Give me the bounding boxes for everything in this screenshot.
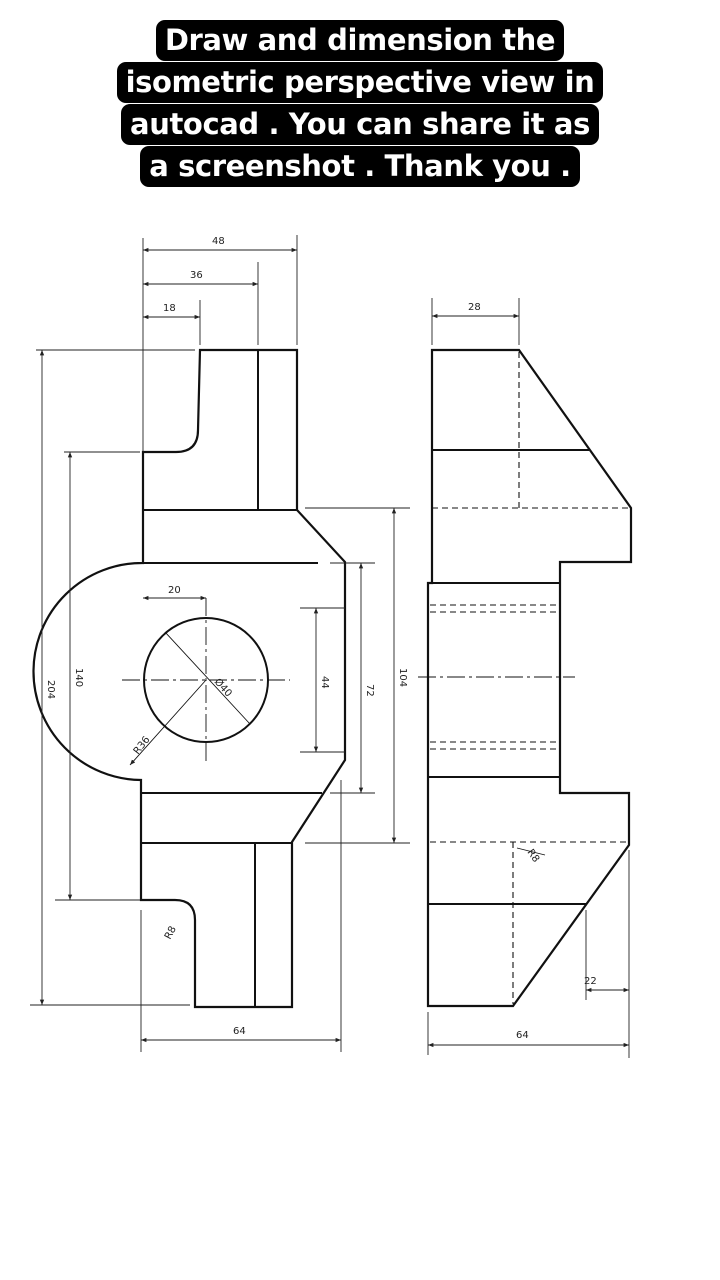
dim-text-64-side: 64 <box>516 1030 529 1041</box>
dim-text-r8-side: R8 <box>525 847 542 864</box>
diameter-leader <box>164 631 251 725</box>
dim-text-64-front: 64 <box>233 1026 246 1037</box>
side-view-dimensions <box>427 298 630 1058</box>
side-view <box>418 348 633 1008</box>
front-view-dimension-texts: 48 36 18 20 204 140 104 72 44 Ø40 R36 R8… <box>45 236 408 1037</box>
dim-text-22: 22 <box>584 976 597 987</box>
dim-text-48: 48 <box>212 236 225 247</box>
dim-text-140: 140 <box>73 668 84 687</box>
dim-text-72: 72 <box>364 684 375 697</box>
caption-line-4: a screenshot . Thank you . <box>140 146 580 187</box>
radius-leader <box>129 679 207 766</box>
dim-text-r8-front: R8 <box>163 924 179 941</box>
dim-text-18: 18 <box>163 303 176 314</box>
side-hidden-lines <box>430 352 631 1004</box>
dim-text-diameter-40: Ø40 <box>212 676 235 699</box>
front-view-outline <box>32 348 347 1009</box>
dim-text-104: 104 <box>397 668 408 687</box>
caption-line-2: isometric perspective view in <box>116 62 604 103</box>
caption-line-3: autocad . You can share it as <box>121 104 599 145</box>
front-view <box>32 348 347 1009</box>
dim-text-r36: R36 <box>132 735 153 757</box>
dim-text-36: 36 <box>190 270 203 281</box>
dim-text-28: 28 <box>468 302 481 313</box>
side-view-outline <box>426 348 633 1008</box>
side-r8-leader <box>516 847 546 856</box>
caption-overlay: Draw and dimension the isometric perspec… <box>0 20 720 188</box>
caption-line-1: Draw and dimension the <box>155 20 565 61</box>
dim-text-44: 44 <box>319 676 330 689</box>
dim-text-204: 204 <box>45 680 56 699</box>
front-view-dimensions <box>30 235 410 1052</box>
dim-text-20: 20 <box>168 585 181 596</box>
side-view-dimension-texts: 28 R8 22 64 <box>468 302 597 1041</box>
